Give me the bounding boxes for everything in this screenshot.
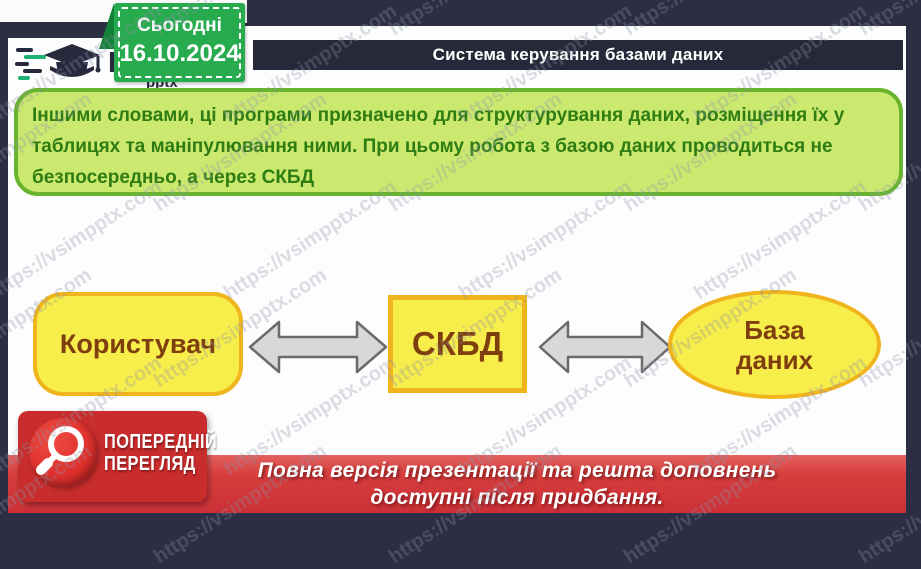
date-badge-frame: Сьогодні 16.10.2024 [118, 7, 241, 78]
info-line-3: безпосередньо, а через СКБД [32, 167, 315, 188]
magnifier-icon [36, 426, 84, 475]
double-arrow-icon [538, 320, 672, 374]
diagram-node-database-label: База даних [736, 315, 813, 375]
database-label-line2: даних [735, 344, 814, 375]
diagram-node-user-label: Користувач [59, 328, 217, 359]
preview-line-2: ПЕРЕГЛЯД [104, 453, 196, 475]
diagram-node-user: Користувач [33, 292, 243, 396]
slide-title-bar: Система керування базами даних [253, 40, 903, 70]
footer-line-2: доступні після придбання. [370, 486, 664, 509]
date-badge-date: 16.10.2024 [119, 40, 240, 67]
info-line-1: Іншими словами, ці програми призначено д… [32, 105, 845, 126]
slide-title: Система керування базами даних [432, 45, 724, 64]
double-arrow-icon [248, 320, 388, 374]
diagram-node-dbms: СКБД [388, 295, 527, 393]
preview-badge-text: ПОПЕРЕДНІЙ ПЕРЕГЛЯД [104, 431, 217, 475]
diagram-node-dbms-label: СКБД [411, 325, 504, 362]
preview-line-1: ПОПЕРЕДНІЙ [104, 431, 218, 453]
magnifier-circle [29, 418, 97, 486]
database-label-line1: База [744, 314, 805, 345]
info-line-2: таблицях та маніпулювання ними. При цьом… [32, 136, 833, 157]
diagram-node-database: База даних [668, 290, 881, 399]
footer-line-1: Повна версія презентації та решта доповн… [257, 459, 777, 482]
info-text-box: Іншими словами, ці програми призначено д… [14, 88, 903, 196]
date-badge: Сьогодні 16.10.2024 [99, 3, 245, 82]
preview-badge: ПОПЕРЕДНІЙ ПЕРЕГЛЯД [18, 411, 217, 502]
date-badge-label: Сьогодні [137, 15, 222, 36]
